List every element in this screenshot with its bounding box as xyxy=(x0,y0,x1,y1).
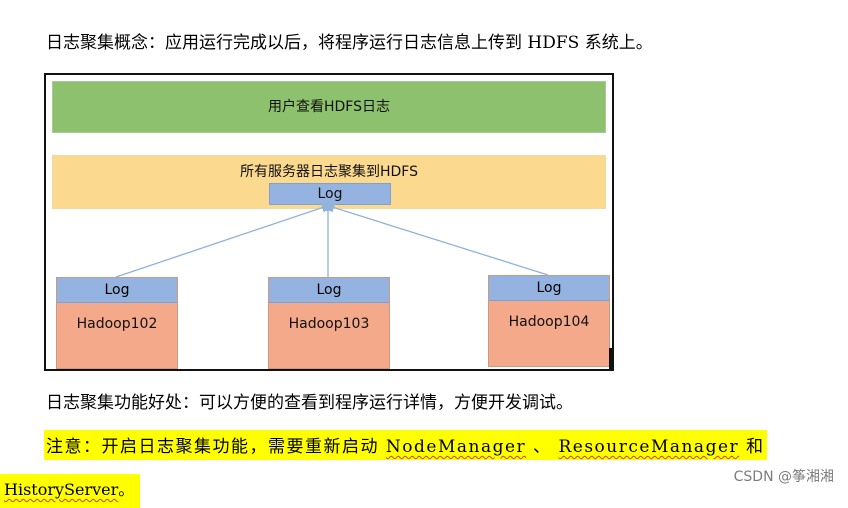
top-band-user-view-hdfs-logs: 用户查看HDFS日志 xyxy=(52,81,606,133)
node-log-box: Log xyxy=(489,276,609,301)
intro-text: 日志聚集概念：应用运行完成以后，将程序运行日志信息上传到 HDFS 系统上。 xyxy=(46,33,653,53)
csdn-watermark: CSDN @筝湘湘 xyxy=(733,469,834,485)
benefit-text: 日志聚集功能好处：可以方便的查看到程序运行详情，方便开发调试。 xyxy=(46,393,573,413)
arrow-from-node-1 xyxy=(115,202,332,278)
note-and: 和 xyxy=(746,437,765,457)
mid-band-label: 所有服务器日志聚集到HDFS xyxy=(239,164,418,180)
arrow-from-node-3 xyxy=(324,202,549,276)
note-line-2: HistoryServer。 xyxy=(0,474,141,508)
node-name: Hadoop103 xyxy=(288,316,370,332)
note-end: 。 xyxy=(118,480,135,499)
note-separator: 、 xyxy=(526,437,552,457)
note-prefix: 注意：开启日志聚集功能，需要重新启动 xyxy=(46,437,379,457)
node-name: Hadoop102 xyxy=(76,316,158,332)
diagram-border-extension xyxy=(609,348,612,371)
log-aggregation-diagram: 用户查看HDFS日志 所有服务器日志聚集到HDFS Log Log Hadoop… xyxy=(44,73,614,371)
note-nodemanager: NodeManager xyxy=(385,437,527,457)
node-log-box: Log xyxy=(57,278,177,303)
node-log-box: Log xyxy=(269,278,389,303)
node-hadoop103: Log Hadoop103 xyxy=(268,277,390,369)
node-hadoop102: Log Hadoop102 xyxy=(56,277,178,369)
arrow-connectors xyxy=(115,200,549,278)
node-name: Hadoop104 xyxy=(508,314,590,330)
note-historyserver: HistoryServer xyxy=(4,480,119,499)
note-resourcemanager: ResourceManager xyxy=(558,437,740,457)
node-hadoop104: Log Hadoop104 xyxy=(488,275,610,367)
note-line-1: 注意：开启日志聚集功能，需要重新启动 NodeManager 、 Resourc… xyxy=(44,430,767,460)
